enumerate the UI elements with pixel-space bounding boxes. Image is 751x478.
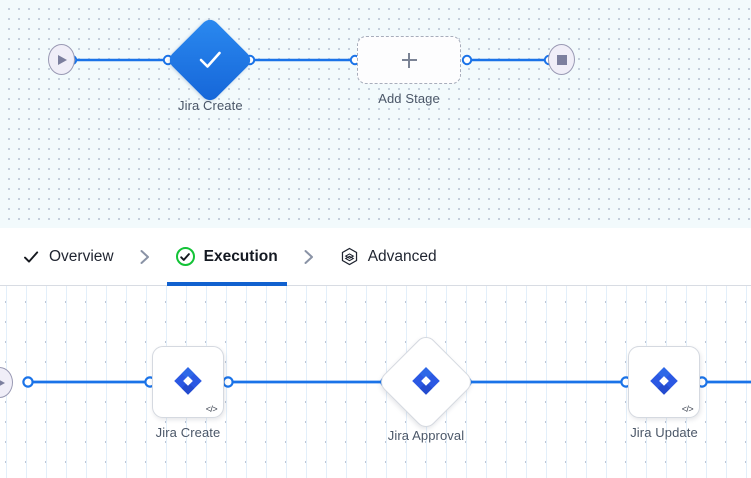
start-terminal[interactable] [0,367,13,398]
tab-overview[interactable]: Overview [22,228,114,286]
pipeline-start-node[interactable] [48,44,75,75]
node-label: Jira Update [630,425,698,440]
jira-icon [412,367,440,395]
pipeline-overview-canvas[interactable]: Jira Create Add Stage [0,0,751,228]
node-label: Jira Approval [387,428,465,443]
step-node-jira-create[interactable]: </> Jira Create [152,346,224,440]
end-terminal[interactable] [548,44,575,75]
stage-node-jira-create[interactable]: Jira Create [166,16,255,113]
tab-execution[interactable]: Execution [166,228,287,286]
code-icon: </> [681,404,694,414]
tab-label: Advanced [367,247,437,265]
play-icon [58,54,67,65]
step-node-jira-update[interactable]: </> Jira Update [628,346,700,440]
stop-icon [556,54,567,65]
node-label: Add Stage [378,91,440,106]
step-card[interactable]: </> [152,346,224,418]
play-icon [0,377,5,388]
tab-label: Execution [203,247,278,265]
add-stage-node[interactable]: Add Stage [357,36,461,106]
step-node-jira-approval[interactable]: Jira Approval [376,332,476,443]
add-stage-button[interactable] [357,36,461,84]
chevron-right-icon [303,248,315,266]
jira-icon [650,367,678,395]
execution-start-node[interactable] [0,367,13,398]
step-card[interactable]: </> [628,346,700,418]
step-diamond[interactable] [376,332,476,432]
start-terminal[interactable] [48,44,75,75]
check-icon [200,51,222,68]
tab-advanced[interactable]: Advanced [340,228,437,286]
node-label: Jira Create [178,98,243,113]
stage-diamond[interactable] [166,16,255,104]
pipeline-end-node[interactable] [548,44,575,75]
pipeline-tab-bar: Overview Execution [0,228,751,286]
check-icon [24,250,39,263]
jira-icon [174,367,202,395]
layers-hexagon-icon [341,247,357,266]
overview-wires [66,54,555,66]
execution-steps-canvas[interactable]: </> Jira Create Jira Approval [0,286,751,478]
plus-icon [401,52,417,68]
check-circle-icon [175,247,195,266]
tab-label: Overview [49,247,114,265]
code-icon: </> [205,404,218,414]
chevron-right-icon [139,248,151,266]
node-label: Jira Create [155,425,221,440]
